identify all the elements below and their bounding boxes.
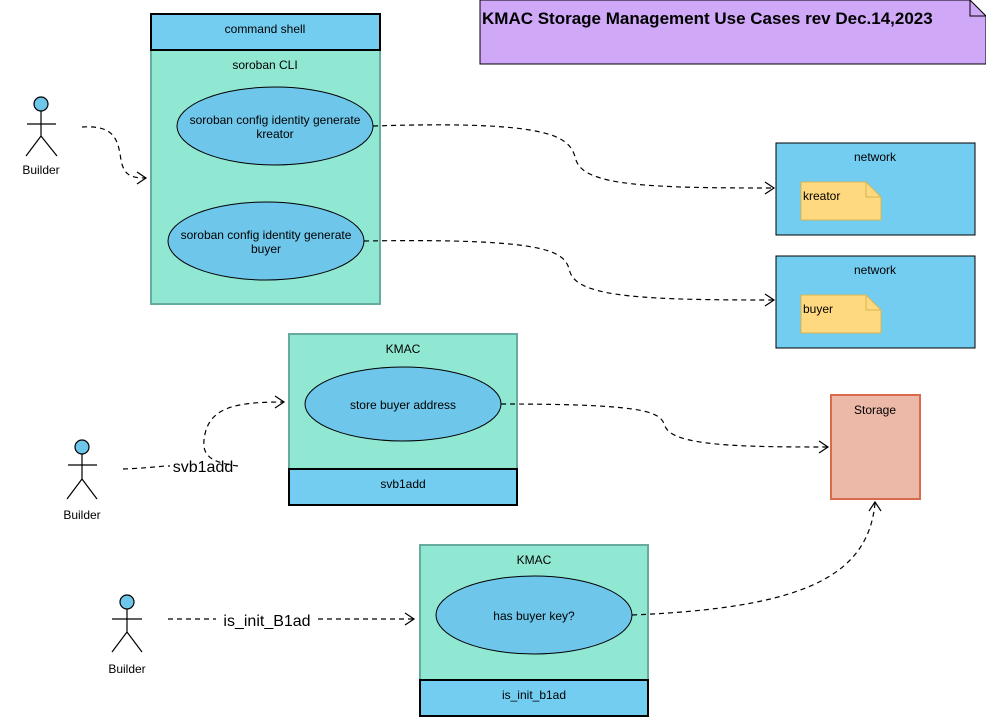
edge-builder2-to-kmac-store: svb1add [122,395,286,476]
network-kreator-box[interactable]: network kreator [775,142,976,236]
actor-builder-3-label: Builder [108,662,145,676]
title-note[interactable]: KMAC Storage Management Use Cases rev De… [479,0,986,65]
svb1add-bar-label: svb1add [380,477,425,491]
edge-svb1add-label: svb1add [173,459,234,476]
usecase-has-buyer-key[interactable]: has buyer key? [435,575,633,655]
artifact-buyer-label: buyer [803,302,833,316]
usecase-store-buyer-address-label: store buyer address [350,398,456,412]
edge-kreator-to-network [372,124,776,195]
actor-builder-2[interactable]: Builder [63,439,101,522]
edge-builder3-to-kmac-init: is_init_B1ad [168,612,416,630]
diagram-title: KMAC Storage Management Use Cases rev De… [482,9,933,28]
actor-head-icon [119,594,135,610]
artifact-kreator[interactable]: kreator [800,181,882,221]
usecase-has-buyer-key-label: has buyer key? [493,609,575,623]
network-kreator-label: network [854,150,897,164]
edge-store-to-storage [500,403,830,454]
command-shell-bar[interactable]: command shell [150,13,381,51]
usecase-store-buyer-address[interactable]: store buyer address [304,366,502,442]
edge-builder1-to-cli [81,126,148,185]
cli-boundary-label: soroban CLI [232,58,297,72]
actor-builder-1-label: Builder [22,163,59,177]
actor-builder-2-label: Builder [63,508,100,522]
usecase-generate-kreator-line2: kreator [256,127,293,141]
storage-label: Storage [854,403,896,417]
artifact-kreator-label: kreator [803,189,840,203]
actor-builder-1[interactable]: Builder [22,96,60,177]
actor-builder-3[interactable]: Builder [108,594,146,676]
is-init-b1ad-bar[interactable]: is_init_b1ad [419,679,649,717]
edge-haskey-to-storage [631,500,882,616]
kmac-store-label: KMAC [386,342,421,356]
usecase-generate-buyer[interactable]: soroban config identity generate buyer [167,201,365,281]
edge-buyer-to-network [363,240,776,307]
usecase-generate-kreator[interactable]: soroban config identity generate kreator [176,86,374,166]
network-buyer-label: network [854,263,897,277]
command-shell-label: command shell [225,22,306,36]
storage-box[interactable]: Storage [830,394,921,500]
is-init-b1ad-bar-label: is_init_b1ad [502,688,566,702]
usecase-generate-buyer-line1: soroban config identity generate [181,228,352,242]
actor-head-icon [74,439,90,455]
edge-is-init-label: is_init_B1ad [223,613,310,630]
usecase-generate-kreator-line1: soroban config identity generate [190,113,361,127]
svb1add-bar[interactable]: svb1add [288,468,518,506]
actor-head-icon [33,96,49,112]
usecase-generate-buyer-line2: buyer [251,242,281,256]
kmac-init-label: KMAC [517,553,552,567]
network-buyer-box[interactable]: network buyer [775,255,976,349]
artifact-buyer[interactable]: buyer [800,294,882,334]
